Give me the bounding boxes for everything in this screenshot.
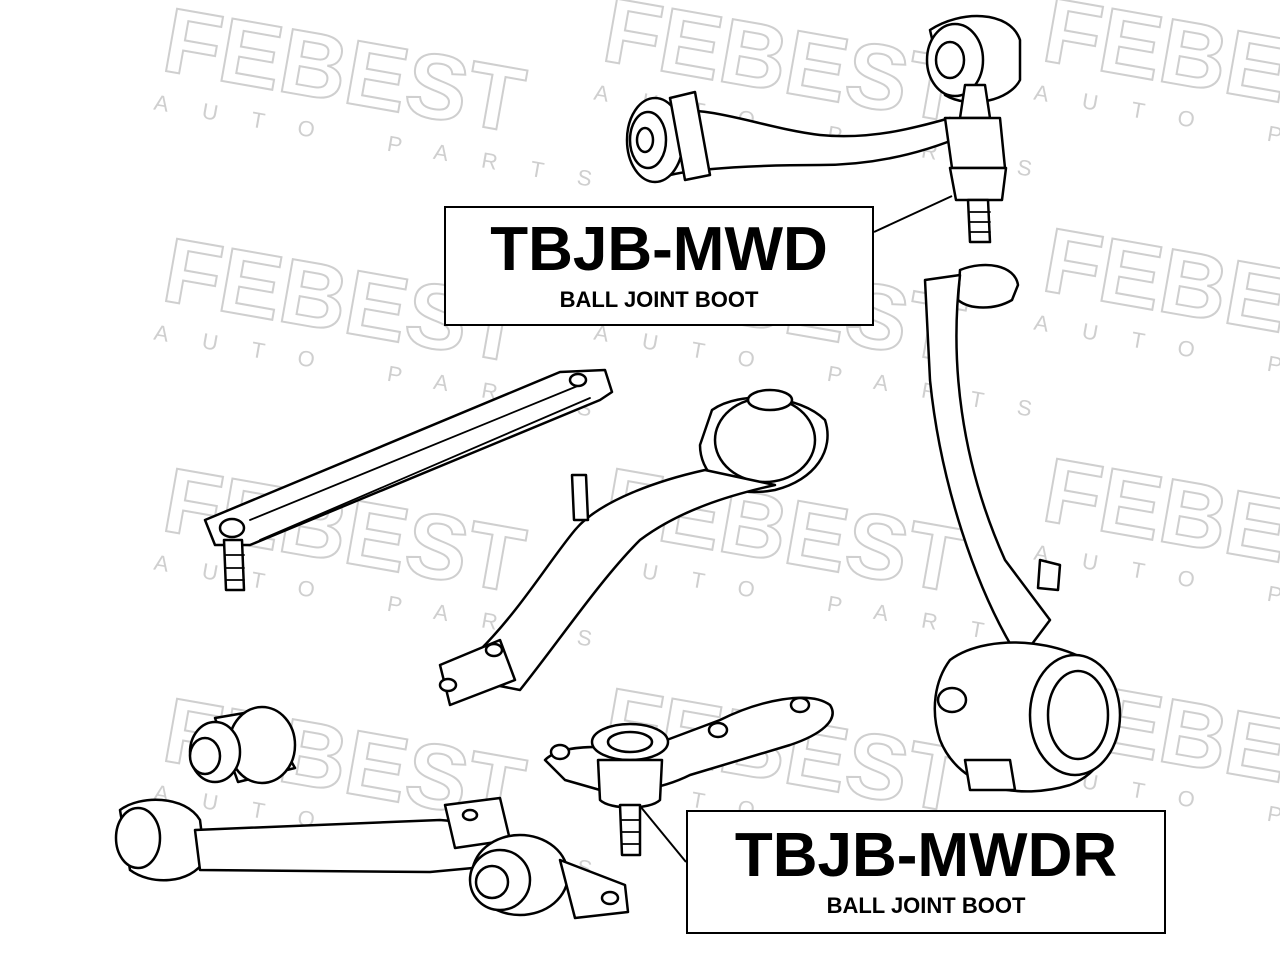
upper-control-arm bbox=[625, 14, 1022, 244]
watermark-9: FEBEST AUTO PARTS bbox=[1032, 438, 1280, 647]
steering-knuckle bbox=[923, 263, 1122, 793]
lower-arm-bottom bbox=[114, 796, 630, 920]
label-tbjb-mwdr: TBJB-MWDR BALL JOINT BOOT bbox=[686, 810, 1166, 934]
leader-line-mwdr bbox=[639, 805, 687, 863]
part-number: TBJB-MWDR bbox=[734, 821, 1118, 890]
part-description: BALL JOINT BOOT bbox=[559, 287, 759, 312]
watermark-3: FEBEST AUTO PARTS bbox=[1032, 0, 1280, 187]
lower-arm-center bbox=[438, 388, 829, 707]
ball-joint bbox=[543, 696, 834, 857]
watermark-6: FEBEST AUTO PARTS bbox=[1032, 208, 1280, 417]
strut-rod bbox=[203, 368, 614, 592]
label-tbjb-mwd: TBJB-MWD BALL JOINT BOOT bbox=[444, 206, 874, 326]
watermark-1: FEBEST AUTO PARTS bbox=[152, 0, 627, 197]
leader-line-mwd bbox=[873, 195, 953, 233]
bushing bbox=[188, 705, 297, 785]
part-number: TBJB-MWD bbox=[490, 215, 828, 284]
part-description: BALL JOINT BOOT bbox=[826, 893, 1026, 918]
